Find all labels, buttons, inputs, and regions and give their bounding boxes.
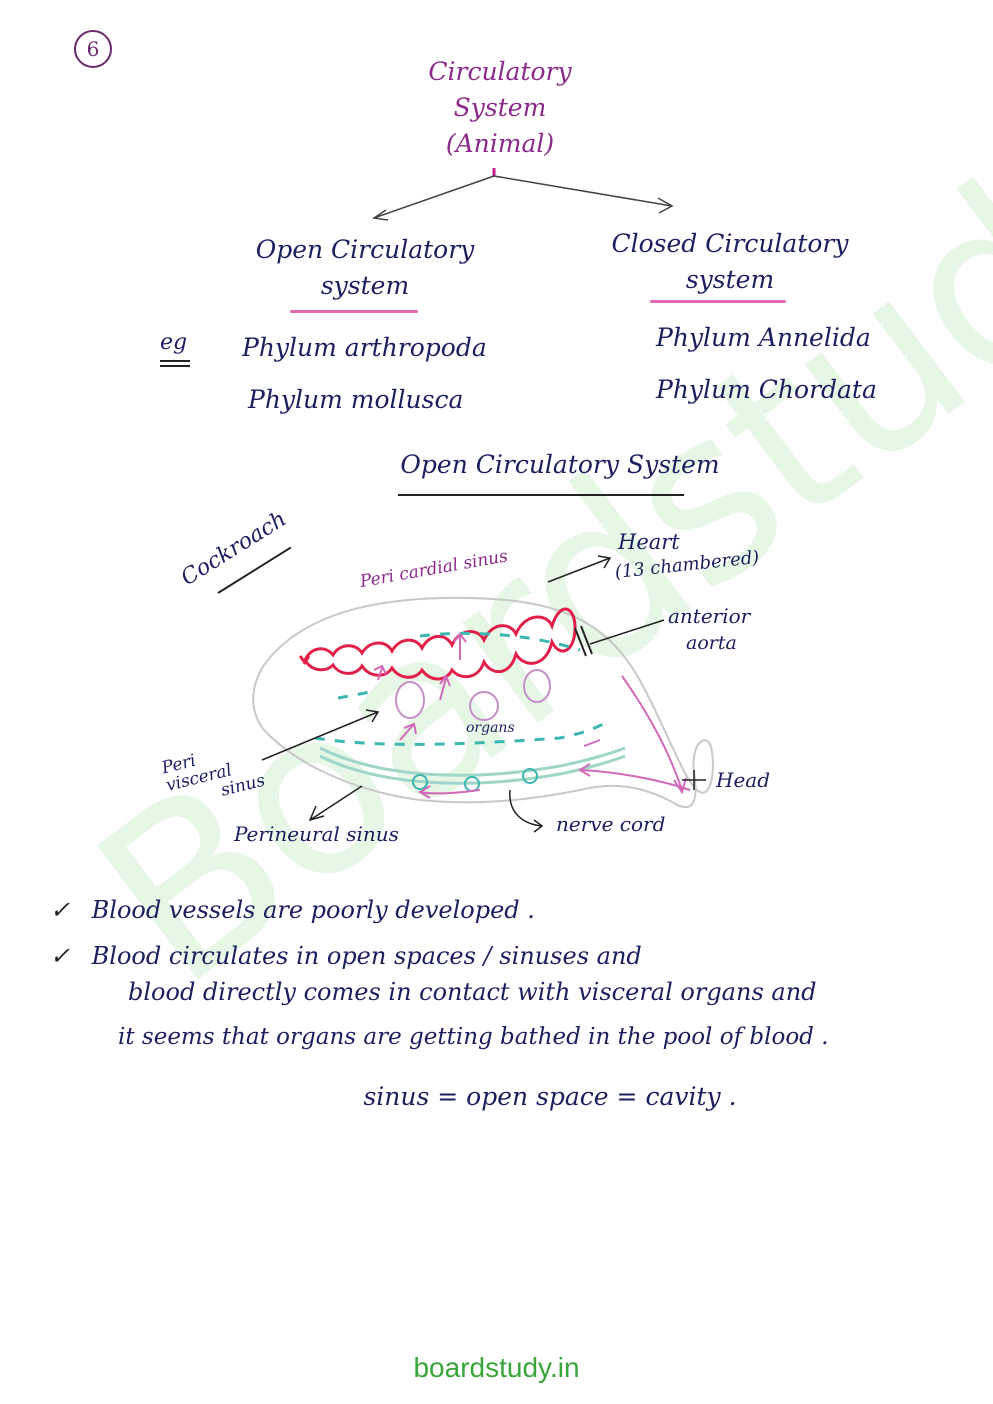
tree-root: Circulatory System (Animal) [400,54,600,162]
closed-examples: Phylum Annelida Phylum Chordata [656,312,877,416]
label-perineural-sinus: Perineural sinus [234,822,399,846]
open-examples: Phylum arthropoda Phylum mollusca [242,322,487,426]
label-anterior: anterior [668,604,751,628]
root-line-2: System [453,93,547,122]
circulation-arrows [373,632,691,799]
label-head: Head [716,768,771,792]
closed-title-line-2: system [685,265,775,294]
heart-chain [298,607,577,681]
eg-underline-2 [160,365,190,367]
eg-underline-1 [160,360,190,362]
sinus-equation: sinus = open space = cavity . [363,1082,737,1111]
check-icon: ✓ [50,896,71,924]
leader-lines [261,555,706,833]
diagram-heading: Open Circulatory System [400,450,720,479]
note-point-2-text: Blood circulates in open spaces / sinuse… [91,942,642,970]
closed-system-title: Closed Circulatory system [600,226,860,298]
open-example-1: Phylum arthropoda [242,333,487,362]
open-title-underline [290,310,418,313]
open-system-title: Open Circulatory system [230,232,500,304]
note-point-2: ✓ Blood circulates in open spaces / sinu… [50,942,642,970]
closed-title-underline [650,300,786,303]
open-title-line-2: system [320,271,410,300]
note-point-1-text: Blood vessels are poorly developed . [91,896,535,924]
nerve-cord-drawing [319,746,626,792]
cockroach-diagram [252,555,714,833]
note-continuation-1: blood directly comes in contact with vis… [128,978,817,1006]
body-outline [252,596,714,809]
footer-site[interactable]: boardstudy.in [413,1352,580,1383]
eg-label: eg [160,330,188,355]
open-example-2: Phylum mollusca [248,385,464,414]
label-organs: organs [466,720,515,736]
label-heart: Heart [618,530,680,554]
open-title-line-1: Open Circulatory [255,235,475,264]
diagram-heading-underline [398,494,684,496]
organ-circles [395,669,551,721]
closed-title-line-1: Closed Circulatory [611,229,849,258]
label-nerve-cord: nerve cord [556,812,666,836]
label-aorta: aorta [686,632,737,654]
page-number: 6 [86,37,100,61]
tree-arrows [371,168,674,221]
note-point-1: ✓ Blood vessels are poorly developed . [50,896,535,924]
note-continuation-2: it seems that organs are getting bathed … [118,1024,829,1050]
sinus-dash-lines [314,631,611,746]
page-number-badge: 6 [74,30,112,68]
root-line-1: Circulatory [428,57,572,86]
closed-example-2: Phylum Chordata [656,375,877,404]
root-line-3: (Animal) [445,129,555,158]
closed-example-1: Phylum Annelida [656,323,871,352]
check-icon: ✓ [50,942,71,970]
